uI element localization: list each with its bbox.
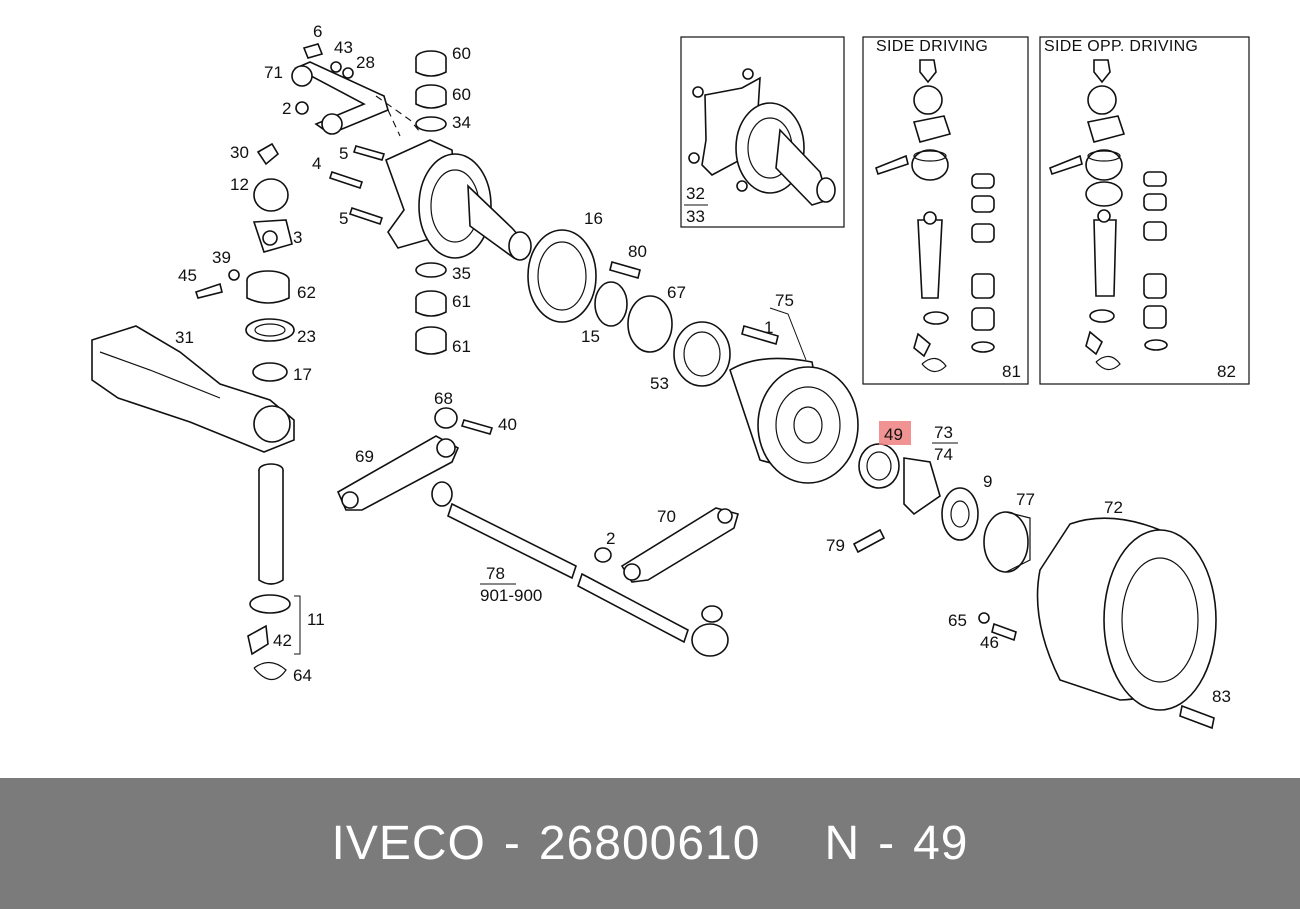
knuckle-inset-drawing: [688, 68, 836, 206]
callout-17: 17: [293, 365, 312, 384]
arm-70: [594, 507, 739, 583]
callout-2: 2: [606, 529, 615, 548]
callout-39: 39: [212, 248, 231, 267]
callout-72: 72: [1104, 498, 1123, 517]
seal-15: [594, 281, 628, 327]
drag-link-arm-69: [336, 407, 494, 511]
callout-53: 53: [650, 374, 669, 393]
nut-73-74: [903, 457, 941, 516]
callout-30: 30: [230, 143, 249, 162]
side-opp-driving-parts: [1049, 59, 1168, 371]
position-number: 49: [913, 817, 969, 870]
bolt-79: [852, 528, 886, 554]
highlight-box-49: [879, 421, 911, 445]
brand-name: IVECO: [331, 817, 486, 870]
bushes-60-61: [415, 50, 447, 355]
part-footer-banner: IVECO - 26800610 N - 49: [0, 778, 1300, 909]
callout-74: 74: [934, 445, 953, 464]
brake-drum-72: [1036, 517, 1217, 711]
callout-80: 80: [628, 242, 647, 261]
tie-rod-78: [431, 481, 729, 657]
bearing-53: [673, 321, 731, 387]
part-number: 26800610: [538, 817, 761, 870]
callout-75: 75: [775, 291, 794, 310]
callout-16: 16: [584, 209, 603, 228]
callout-42: 42: [273, 631, 292, 650]
callout-60: 60: [452, 85, 471, 104]
callout-68: 68: [434, 389, 453, 408]
side-opp-driving-title: SIDE OPP. DRIVING: [1044, 38, 1198, 55]
callout-49: 49: [884, 425, 903, 444]
callout-3: 3: [293, 228, 302, 247]
callout-78: 78: [486, 564, 505, 583]
callout-6: 6: [313, 22, 322, 41]
steering-arm-71: [291, 43, 389, 135]
callout-79: 79: [826, 536, 845, 555]
callout-61: 61: [452, 292, 471, 311]
bolt-1: [741, 324, 779, 346]
callout-15: 15: [581, 327, 600, 346]
callout-11: 11: [307, 610, 325, 629]
callout-28: 28: [356, 53, 375, 72]
hub-75: [729, 357, 859, 484]
callout-73: 73: [934, 423, 953, 442]
callout-5: 5: [339, 209, 348, 228]
callout-70: 70: [657, 507, 676, 526]
callout-5: 5: [339, 144, 348, 163]
brake-plate-16: [527, 229, 641, 323]
separator-dash: -: [878, 817, 896, 870]
knuckle-main: [328, 139, 532, 261]
callout-40: 40: [498, 415, 517, 434]
callout-69: 69: [355, 447, 374, 466]
callout-64: 64: [293, 666, 312, 685]
callout-71: 71: [264, 63, 283, 82]
washer-65: [978, 612, 990, 624]
callout-1: 1: [764, 318, 773, 337]
callout-35: 35: [452, 264, 471, 283]
callout-12: 12: [230, 175, 249, 194]
callout-67: 67: [667, 283, 686, 302]
inset-box-32-33: [680, 36, 845, 228]
callout-31: 31: [175, 328, 194, 347]
callout-33: 33: [686, 207, 705, 226]
kingpin-lower: [247, 463, 301, 681]
callout-4: 4: [312, 154, 321, 173]
callout-45: 45: [178, 266, 197, 285]
callout-2: 2: [282, 99, 291, 118]
axle-beam-31: [91, 325, 295, 453]
callout-82: 82: [1217, 362, 1236, 381]
callout-9: 9: [983, 472, 992, 491]
callout-77: 77: [1016, 490, 1035, 509]
callout-labels: 6 43 28 71 2 60 60 34 30 4 5 5 12 3 39 4…: [175, 22, 1236, 706]
ring-67: [627, 295, 673, 353]
callout-34: 34: [452, 113, 471, 132]
cap-77: [983, 511, 1031, 573]
exploded-parts-diagram: SIDE DRIVING SIDE OPP. DRIVING: [91, 22, 1250, 730]
callout-901-900: 901-900: [480, 586, 542, 605]
side-driving-parts: [875, 59, 995, 373]
bearing-49: [858, 443, 900, 489]
inset-box-side-opp-driving: [1039, 36, 1250, 385]
callout-81: 81: [1002, 362, 1021, 381]
callout-32: 32: [686, 184, 705, 203]
callout-83: 83: [1212, 687, 1231, 706]
callout-43: 43: [334, 38, 353, 57]
separator-dash: -: [503, 817, 521, 870]
callout-60: 60: [452, 44, 471, 63]
callout-46: 46: [980, 633, 999, 652]
ring-9: [941, 487, 979, 541]
callout-61: 61: [452, 337, 471, 356]
kingpin-stack: [194, 142, 295, 382]
bolt-46: [991, 622, 1017, 642]
position-prefix: N: [824, 817, 861, 870]
inset-box-side-driving: [862, 36, 1029, 385]
callout-23: 23: [297, 327, 316, 346]
bolt-83: [1179, 704, 1215, 730]
side-driving-title: SIDE DRIVING: [876, 38, 988, 55]
callout-65: 65: [948, 611, 967, 630]
callout-62: 62: [297, 283, 316, 302]
